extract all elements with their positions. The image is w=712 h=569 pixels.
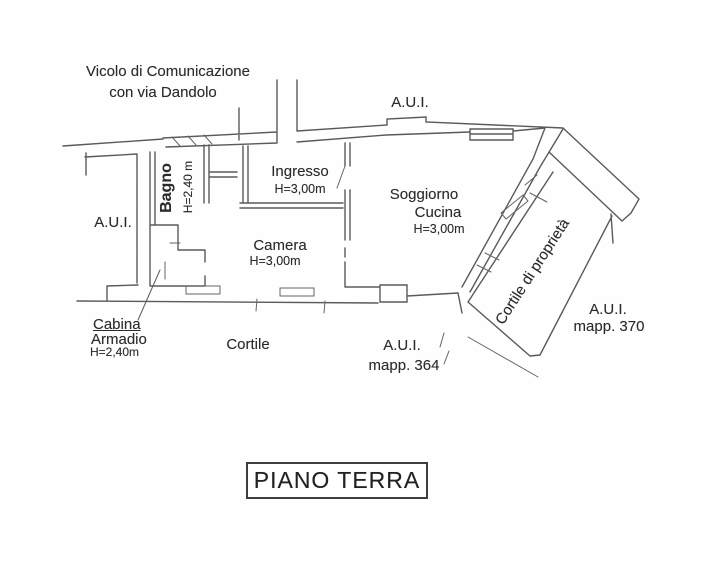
- cabina-leader-line: [137, 269, 161, 321]
- room-label-cabina: Cabina: [93, 316, 141, 333]
- room-height-ingresso: H=3,00m: [274, 182, 326, 196]
- parcel-label-aui-370-line2: mapp. 370: [573, 318, 645, 335]
- street-label-vicolo-line1: Vicolo di Comunicazione: [86, 63, 250, 80]
- room-label-cucina: Cucina: [414, 204, 462, 221]
- room-height-soggiorno: H=3,00m: [413, 222, 465, 236]
- aui-label-left: A.U.I.: [94, 214, 132, 231]
- room-label-cortile: Cortile: [226, 336, 270, 353]
- plan-title-box: PIANO TERRA: [246, 462, 428, 499]
- parcel-label-aui-364-line2: mapp. 364: [368, 357, 440, 374]
- room-height-camera: H=3,00m: [249, 254, 301, 268]
- plan-title: PIANO TERRA: [253, 467, 421, 493]
- parcel-label-aui-364-line1: A.U.I.: [383, 337, 421, 354]
- door-window-symbols: [164, 134, 548, 378]
- aui-label-top: A.U.I.: [391, 94, 429, 111]
- room-height-bagno: H=2,40 m: [181, 160, 195, 214]
- street-label-vicolo-line2: con via Dandolo: [109, 84, 217, 101]
- room-height-cabina: H=2,40m: [90, 345, 140, 359]
- room-label-armadio: Armadio: [91, 331, 147, 348]
- room-label-ingresso: Ingresso: [271, 163, 329, 180]
- wall-lines: [62, 79, 640, 357]
- room-label-soggiorno: Soggiorno: [389, 186, 459, 203]
- parcel-label-aui-370-line1: A.U.I.: [589, 301, 627, 318]
- room-label-camera: Camera: [253, 237, 307, 254]
- room-label-bagno: Bagno: [158, 163, 175, 213]
